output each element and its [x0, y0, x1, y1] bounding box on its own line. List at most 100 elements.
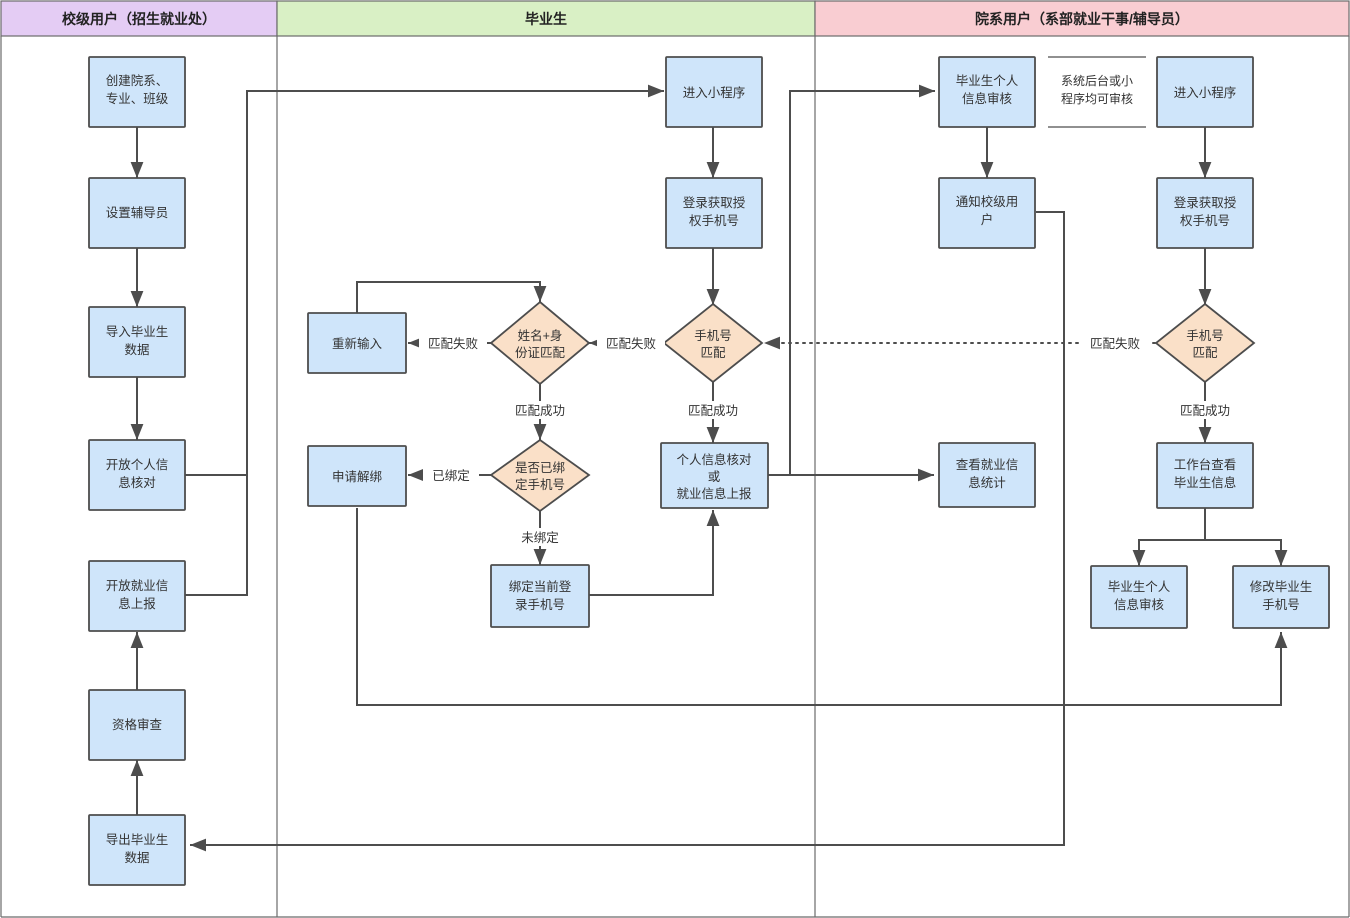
edge-label-text: 匹配成功 [1180, 404, 1230, 418]
lane-title-department: 院系用户（系部就业干事/辅导员） [975, 11, 1189, 27]
node-label: 或 [708, 470, 721, 484]
edge-label-match-fail-mid: 匹配失败 [597, 334, 665, 352]
node-label: 申请解绑 [332, 470, 382, 484]
node-label: 毕业生信息 [1174, 475, 1237, 490]
node-name-id-match[interactable]: 姓名+身 份证匹配 [489, 300, 591, 386]
node-label: 匹配 [1192, 346, 1218, 360]
node-label: 毕业生个人 [956, 74, 1019, 88]
node-graduate-info-audit-bottom[interactable]: 毕业生个人 信息审核 [1090, 565, 1188, 629]
edge-label-unbound: 未绑定 [512, 528, 568, 546]
node-label: 导入毕业生 [106, 325, 169, 339]
node-label: 个人信息核对 [676, 452, 751, 467]
node-label: 定手机号 [515, 477, 565, 492]
edge-label-match-success-nameid: 匹配成功 [506, 401, 574, 419]
flow-edges [130, 84, 1288, 852]
node-label: 权手机号 [1180, 213, 1230, 228]
edge-bindphone-to-personalcheck [589, 510, 720, 596]
node-label: 开放个人信 [106, 457, 169, 472]
edge-label-text: 匹配失败 [1090, 336, 1141, 351]
node-label: 匹配 [700, 346, 726, 360]
node-label: 创建院系、 [106, 74, 169, 88]
lane-header-school: 校级用户（招生就业处） [0, 0, 278, 37]
node-login-phone-graduate[interactable]: 登录获取授 权手机号 [665, 177, 763, 249]
edge-label-text: 已绑定 [432, 468, 470, 483]
node-label: 工作台查看 [1174, 457, 1237, 472]
node-label: 息上报 [118, 596, 156, 611]
edge-openreport-to-riser [185, 476, 248, 596]
edge-label-text: 匹配失败 [428, 336, 479, 351]
node-label: 专业、班级 [106, 91, 169, 106]
node-label: 录手机号 [515, 598, 565, 612]
node-label: 毕业生个人 [1108, 580, 1171, 594]
edge-label-match-fail-right: 匹配失败 [1081, 334, 1149, 352]
node-label: 信息审核 [962, 91, 1013, 106]
node-label: 登录获取授 [683, 195, 746, 210]
node-label: 重新输入 [332, 336, 383, 351]
edge-workbench-to-modifyphone [1205, 539, 1288, 566]
edge-reinput-loop-to-nameid [356, 281, 547, 313]
node-open-employment-report[interactable]: 开放就业信 息上报 [88, 560, 186, 632]
node-view-employment-stats[interactable]: 查看就业信 息统计 [938, 442, 1036, 508]
node-enter-miniprogram-graduate[interactable]: 进入小程序 [665, 56, 763, 128]
edge-label-bound: 已绑定 [423, 466, 479, 484]
node-qualification-review[interactable]: 资格审查 [88, 689, 186, 761]
node-export-graduates[interactable]: 导出毕业生 数据 [88, 814, 186, 886]
edge-workbench-to-audit-bottom [1132, 508, 1206, 566]
lane-title-graduate: 毕业生 [525, 11, 567, 27]
node-label: 就业信息上报 [676, 486, 752, 501]
node-label: 设置辅导员 [106, 205, 169, 220]
lane-dividers [0, 36, 1350, 918]
edge-personalcheck-to-audit [768, 84, 935, 476]
note-line: 程序均可审核 [1061, 91, 1133, 106]
edge-label-match-success-graduate: 匹配成功 [679, 401, 747, 419]
node-label: 开放就业信 [106, 578, 169, 593]
node-create-org[interactable]: 创建院系、 专业、班级 [88, 56, 186, 128]
node-phone-match-graduate[interactable]: 手机号 匹配 [662, 302, 764, 384]
node-import-graduates[interactable]: 导入毕业生 数据 [88, 306, 186, 378]
node-apply-unbind[interactable]: 申请解绑 [307, 445, 407, 507]
node-label: 进入小程序 [683, 85, 746, 100]
node-modify-graduate-phone[interactable]: 修改毕业生 手机号 [1232, 565, 1330, 629]
node-open-personal-check[interactable]: 开放个人信 息核对 [88, 439, 186, 511]
node-workbench-view-graduates[interactable]: 工作台查看 毕业生信息 [1156, 442, 1254, 509]
lane-header-department: 院系用户（系部就业干事/辅导员） [814, 0, 1350, 37]
node-label: 户 [981, 212, 994, 227]
node-re-input[interactable]: 重新输入 [307, 312, 407, 374]
edge-notify-to-export [190, 211, 1065, 852]
edge-label-text: 匹配成功 [688, 404, 738, 418]
node-label: 通知校级用 [956, 194, 1019, 209]
node-label: 导出毕业生 [106, 833, 169, 847]
node-phone-match-department[interactable]: 手机号 匹配 [1154, 302, 1256, 384]
node-personal-check-or-report[interactable]: 个人信息核对 或 就业信息上报 [660, 442, 769, 509]
lane-title-school: 校级用户（招生就业处） [62, 11, 216, 27]
node-label: 信息审核 [1114, 597, 1165, 612]
node-set-counselor[interactable]: 设置辅导员 [88, 177, 186, 249]
edge-label-match-fail-left: 匹配失败 [419, 334, 487, 352]
node-graduate-info-audit-top[interactable]: 毕业生个人 信息审核 [938, 56, 1036, 128]
node-label: 手机号 [1262, 598, 1300, 612]
node-is-phone-bound[interactable]: 是否已绑 定手机号 [489, 438, 591, 513]
edge-applyunbind-to-modifyphone [356, 508, 1288, 706]
node-label: 息统计 [968, 475, 1006, 490]
edge-opencheck-to-miniprogram [185, 84, 664, 476]
lane-header-graduate: 毕业生 [276, 0, 816, 37]
node-label: 资格审查 [112, 717, 163, 732]
note-line: 系统后台或小 [1061, 73, 1133, 88]
node-label: 绑定当前登 [509, 579, 572, 594]
node-label: 进入小程序 [1174, 85, 1237, 100]
node-label: 数据 [124, 850, 149, 865]
edge-label-text: 匹配成功 [515, 404, 565, 418]
node-label: 手机号 [694, 329, 732, 343]
node-label: 数据 [124, 342, 149, 357]
node-enter-miniprogram-department[interactable]: 进入小程序 [1156, 56, 1254, 128]
node-notify-school-user[interactable]: 通知校级用 户 [938, 177, 1036, 249]
node-label: 是否已绑 [515, 461, 565, 475]
node-login-phone-department[interactable]: 登录获取授 权手机号 [1156, 177, 1254, 249]
node-bind-current-phone[interactable]: 绑定当前登 录手机号 [490, 564, 590, 628]
edge-label-match-success-department: 匹配成功 [1171, 401, 1239, 419]
node-label: 查看就业信 [956, 457, 1019, 472]
edge-label-group: 匹配失败 匹配失败 匹配失败 匹配成功 匹配成功 匹配成功 已绑定 未绑定 [419, 334, 1239, 546]
node-label: 息核对 [118, 475, 156, 490]
